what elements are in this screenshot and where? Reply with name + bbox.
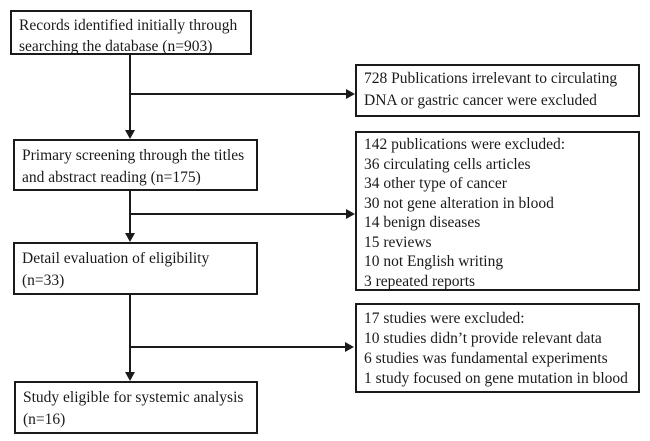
arrow-down-icon bbox=[125, 233, 135, 242]
arrow-down-icon bbox=[125, 372, 135, 381]
box-text-line: DNA or gastric cancer were excluded bbox=[364, 92, 597, 109]
box-text-line: 10 not English writing bbox=[364, 253, 504, 270]
connector-eligibility-to-included bbox=[129, 295, 131, 372]
arrow-right-icon bbox=[346, 209, 355, 219]
branch-to-excluded-after-screening bbox=[129, 213, 346, 215]
box-primary-screening: Primary screening through the titles and… bbox=[13, 139, 258, 191]
arrow-down-icon bbox=[125, 130, 135, 139]
box-excluded-after-title-abstract: 142 publications were excluded: 36 circu… bbox=[355, 131, 640, 291]
box-text-line: 36 circulating cells articles bbox=[364, 155, 531, 173]
box-text-line: 3 repeated reports bbox=[364, 272, 476, 290]
box-text-line: Detail evaluation of eligibility bbox=[22, 250, 210, 267]
box-text-line: 10 studies didn’t provide relevant data bbox=[364, 330, 602, 347]
box-text-line: searching the database (n=903) bbox=[19, 38, 213, 55]
box-text-line: Study eligible for systemic analysis bbox=[23, 389, 244, 406]
box-text-line: 1 study focused on gene mutation in bloo… bbox=[364, 370, 628, 387]
box-text-line: 6 studies was fundamental experiments bbox=[364, 350, 608, 367]
box-eligibility-evaluation: Detail evaluation of eligibility (n=33) bbox=[13, 242, 258, 295]
arrow-right-icon bbox=[346, 89, 355, 99]
connector-screening-to-eligibility bbox=[129, 191, 131, 233]
box-text-line: (n=16) bbox=[23, 411, 66, 428]
box-text-line: (n=33) bbox=[22, 272, 65, 289]
branch-to-excluded-after-eligibility bbox=[129, 346, 345, 348]
box-text-line: 14 benign diseases bbox=[364, 214, 481, 231]
box-text-line: 30 not gene alteration in blood bbox=[364, 194, 554, 212]
box-excluded-after-full-text: 17 studies were excluded: 10 studies did… bbox=[355, 303, 640, 393]
box-records-identified: Records identified initially through sea… bbox=[10, 10, 252, 55]
branch-to-excluded-irrelevant bbox=[129, 93, 346, 95]
box-excluded-irrelevant-publications: 728 Publications irrelevant to circulati… bbox=[355, 64, 640, 117]
box-text-line: and abstract reading (n=175) bbox=[22, 169, 201, 186]
box-study-eligible: Study eligible for systemic analysis (n=… bbox=[14, 381, 258, 434]
box-text-line: 142 publications were excluded: bbox=[364, 136, 566, 153]
arrow-right-icon bbox=[345, 342, 354, 352]
box-text-line: Primary screening through the titles bbox=[22, 147, 245, 164]
box-text-line: Records identified initially through bbox=[19, 17, 238, 34]
box-text-line: 728 Publications irrelevant to circulati… bbox=[364, 70, 618, 87]
box-text-line: 15 reviews bbox=[364, 233, 432, 251]
box-text-line: 17 studies were excluded: bbox=[364, 310, 525, 327]
connector-identification-to-screening bbox=[129, 55, 131, 130]
box-text-line: 34 other type of cancer bbox=[364, 175, 507, 192]
